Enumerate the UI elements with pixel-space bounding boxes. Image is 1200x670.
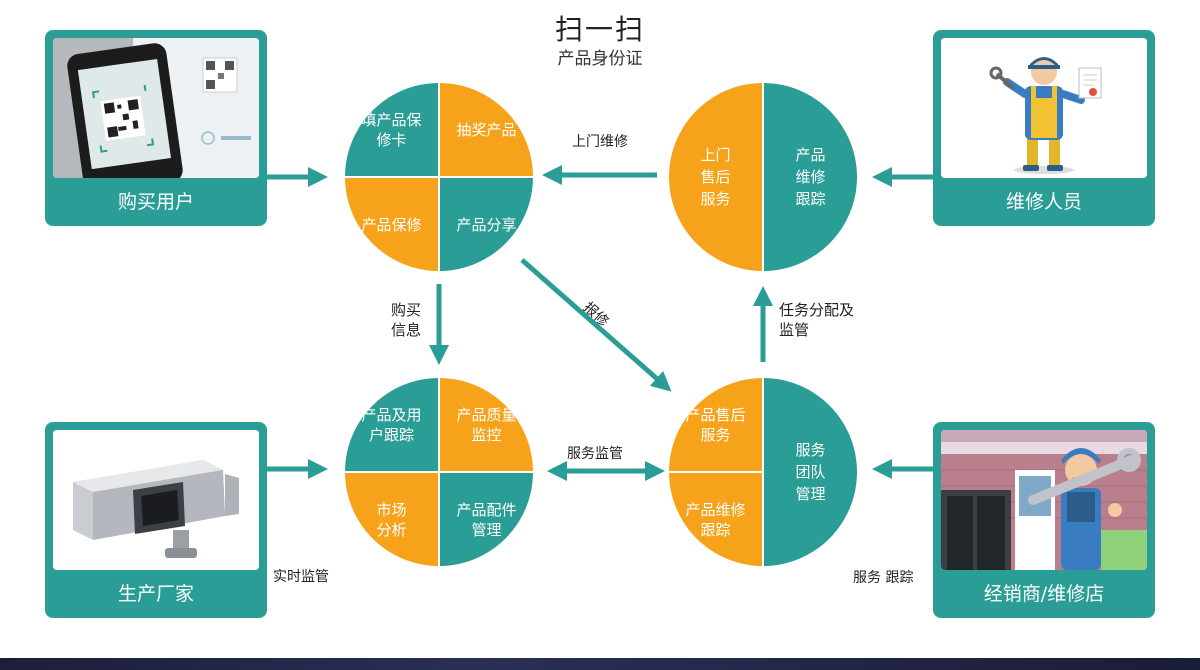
label-service-track: 服务 跟踪 (853, 570, 914, 586)
label-realtime-monitor: 实时监管 (273, 569, 329, 585)
card-buyer: 购买用户 (45, 30, 267, 226)
product-warranty: 产品保修 (345, 178, 438, 271)
bottom-strip (0, 658, 1200, 670)
product-after-sales: 产品售后服务 (669, 378, 762, 471)
card-repairman: 维修人员 (933, 30, 1155, 226)
lottery-product: 抽奖产品 (440, 83, 533, 176)
service-team-management: 服务团队管理 (764, 378, 857, 566)
repairman-illustration (941, 38, 1147, 178)
card-dealer: 经销商/维修店 (933, 422, 1155, 618)
product-user-tracking: 产品及用户跟踪 (345, 378, 438, 471)
user-functions-circle: 填产品保修卡 抽奖产品 产品保修 产品分享 (345, 83, 533, 271)
card-dealer-label: 经销商/维修店 (983, 583, 1105, 605)
repair-functions-circle: 上门售后服务 产品维修跟踪 (669, 83, 857, 271)
phone-qr-illustration (53, 38, 259, 178)
card-manufacturer-label: 生产厂家 (117, 583, 194, 605)
arrow-user-to-dealer (520, 258, 672, 392)
label-task-assign: 任务分配及监管 (779, 301, 855, 339)
quality-monitoring: 产品质量监控 (440, 378, 533, 471)
label-purchase-info: 购买信息 (391, 301, 422, 339)
product-share: 产品分享 (440, 178, 533, 271)
product-repair-tracking: 产品维修跟踪 (669, 473, 762, 566)
camera-illustration (53, 430, 259, 570)
label-onsite-repair: 上门维修 (572, 134, 628, 150)
repair-tracking: 产品维修跟踪 (764, 83, 857, 271)
page-title: 扫一扫 (554, 13, 645, 46)
card-manufacturer: 生产厂家 (45, 422, 267, 618)
card-buyer-label: 购买用户 (117, 191, 194, 213)
card-repairman-label: 维修人员 (1005, 191, 1082, 213)
onsite-after-sales: 上门售后服务 (669, 83, 762, 271)
parts-management: 产品配件管理 (440, 473, 533, 566)
fill-warranty-card: 填产品保修卡 (345, 83, 438, 176)
factory-functions-circle: 产品及用户跟踪 产品质量监控 市场分析 产品配件管理 (345, 378, 533, 566)
dealer-functions-circle: 产品售后服务 产品维修跟踪 服务团队管理 (669, 378, 857, 566)
page-subtitle: 产品身份证 (557, 49, 643, 69)
label-service-monitor: 服务监管 (567, 446, 623, 462)
market-analysis: 市场分析 (345, 473, 438, 566)
repair-shop-illustration (941, 430, 1147, 570)
